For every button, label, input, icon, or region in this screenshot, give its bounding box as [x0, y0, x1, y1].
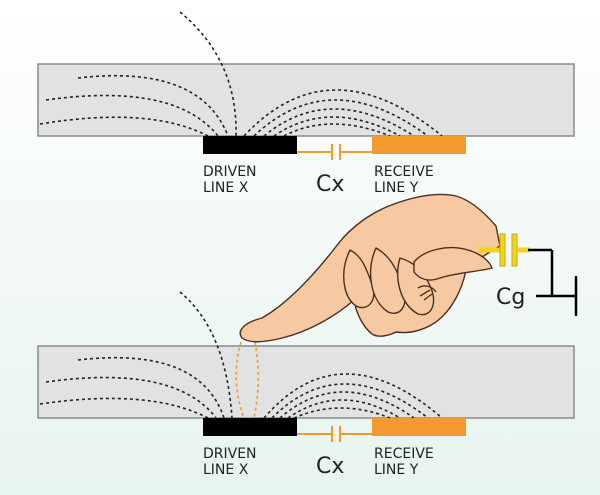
cg-capacitor-icon: [478, 233, 530, 267]
bottom-cx-capacitor-icon: [297, 426, 372, 442]
top-driven-label-1: DRIVEN: [203, 164, 257, 180]
ground-icon: [528, 248, 578, 316]
bottom-driven-label-2: LINE X: [203, 462, 249, 478]
bottom-receive-label-2: LINE Y: [374, 462, 419, 478]
top-receive-label-2: LINE Y: [374, 180, 419, 196]
top-field-lines: [39, 11, 443, 137]
bottom-cx-label: Cx: [316, 454, 344, 479]
top-receive-electrode: [372, 136, 466, 154]
top-glass-panel: [37, 63, 575, 137]
bottom-receive-label-1: RECEIVE: [374, 446, 434, 462]
bottom-driven-electrode: [203, 418, 297, 436]
top-receive-label-1: RECEIVE: [374, 164, 434, 180]
top-cx-label: Cx: [316, 172, 344, 197]
finger-coupling-lines: [235, 341, 260, 419]
bottom-field-lines: [39, 291, 443, 419]
top-sensor-panel: DRIVEN LINE X Cx RECEIVE LINE Y: [37, 11, 575, 197]
top-cx-capacitor-icon: [297, 144, 372, 160]
bottom-receive-electrode: [372, 418, 466, 436]
finger-icon: [239, 193, 501, 343]
top-driven-label-2: LINE X: [203, 180, 249, 196]
bottom-driven-label-1: DRIVEN: [203, 446, 257, 462]
bottom-sensor-panel: DRIVEN LINE X Cx RECEIVE LINE Y: [37, 291, 575, 479]
cg-label: Cg: [496, 285, 525, 310]
top-driven-electrode: [203, 136, 297, 154]
